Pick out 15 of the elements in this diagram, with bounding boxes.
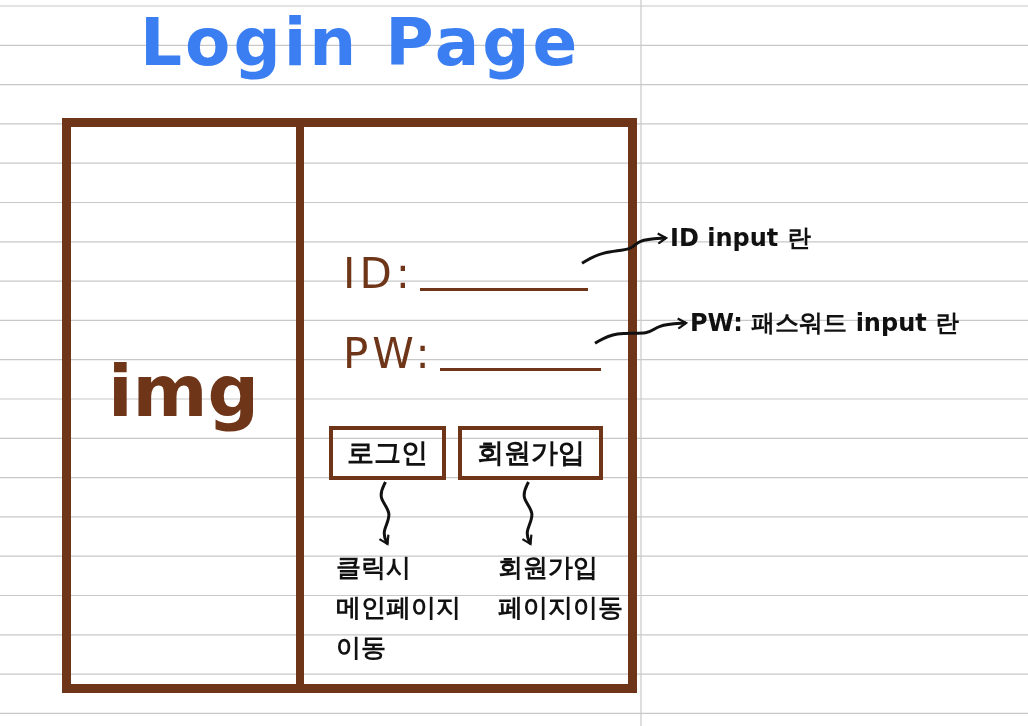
arrow (581, 232, 668, 265)
annotation-text: 회원가입 페이지이동 (498, 548, 630, 643)
wireframe-border (62, 118, 637, 693)
field-label: ID: (343, 248, 414, 300)
page-title: Login Page (140, 4, 581, 81)
button: 회원가입 (458, 426, 603, 480)
field-label: PW: (343, 328, 434, 380)
annotation-text: ID input 란 (670, 223, 811, 254)
annotation-text: PW: 패스워드 input 란 (690, 308, 960, 339)
arrow (594, 317, 688, 345)
arrow (378, 481, 391, 546)
arrow (521, 481, 534, 546)
annotation-text: 클릭시 메인페이지 이동 (336, 548, 476, 683)
button: 로그인 (329, 426, 446, 480)
image-placeholder-label: img (107, 348, 260, 433)
